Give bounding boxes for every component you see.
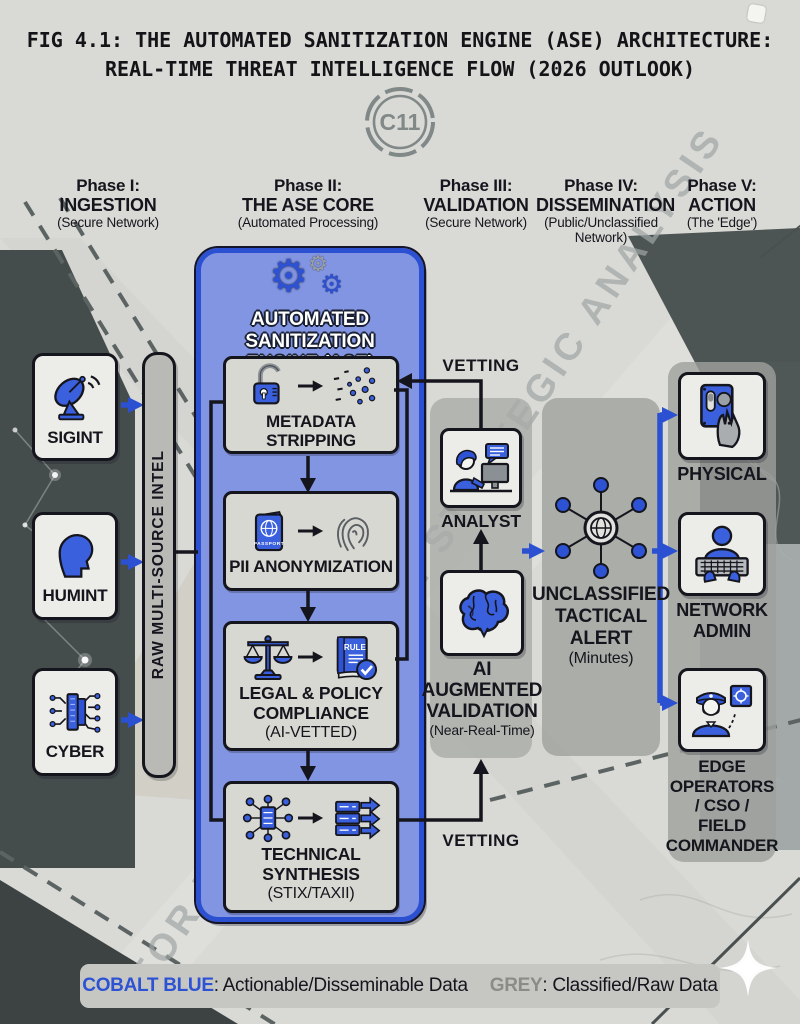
target-label-physical: PHYSICAL [677,464,767,484]
arrow-right-icon [298,651,324,664]
legend-grey-desc: : Classified/Raw Data [542,975,718,996]
arrow-right-icon [298,812,324,825]
gear-large-icon: ⚙ [268,251,309,302]
svg-text:PASSPORT: PASSPORT [254,541,284,547]
press-button-icon [700,383,741,449]
step-legal-policy-compliance: RULE LEGAL & POLICY COMPLIANCE (AI-VETTE… [223,621,399,751]
corner-logo [746,3,767,24]
open-padlock-icon [253,363,281,405]
target-box-edge-operators [678,668,766,752]
phase-2-header: Phase II:THE ASE CORE (Automated Process… [237,176,379,231]
ase-core-box: ⚙⚙⚙ AUTOMATED SANITIZATION ENGINE (ASE) [194,246,426,924]
raw-intel-bar-label: RAW MULTI-SOURCE INTEL [150,450,168,680]
ai-validation-box [440,570,524,656]
analyst-at-desk-icon [450,443,512,493]
step-metadata-stripping: METADATA STRIPPING [223,356,399,454]
ai-validation-label: AI AUGMENTED VALIDATION (Near-Real-Time) [421,659,543,738]
source-box-sigint: SIGINT [32,353,118,461]
vetting-label-top: VETTING [442,356,520,375]
figure-title: FIG 4.1: THE AUTOMATED SANITIZATION ENGI… [0,26,800,84]
head-silhouette-icon [58,534,94,578]
source-label: SIGINT [47,427,103,447]
svg-text:C11: C11 [380,109,421,135]
target-box-physical [678,372,766,460]
gears-icon: ⚙⚙⚙ [201,251,419,311]
raw-intel-bar: RAW MULTI-SOURCE INTEL [142,352,176,778]
arrow-right-icon [298,525,324,538]
source-label: HUMINT [42,585,108,605]
target-label-network-admin: NETWORK ADMIN [676,600,768,641]
step-technical-synthesis: TECHNICAL SYNTHESIS (STIX/TAXII) [223,781,399,913]
field-officer-icon [691,684,753,738]
source-label: CYBER [45,741,105,761]
target-label-edge-operators: EDGE OPERATORS / CSO / FIELD COMMANDER [665,757,779,855]
vetting-label-bottom: VETTING [442,831,520,850]
target-box-network-admin [678,512,766,596]
gear-small-blue-icon: ⚙ [319,270,344,300]
phase-5-header: Phase V:ACTION (The 'Edge') [686,176,758,231]
arrow-right-icon [298,380,324,392]
gear-small-grey-icon: ⚙ [308,252,328,277]
sparkle-icon [719,939,777,997]
step-label: TECHNICAL SYNTHESIS (STIX/TAXII) [261,844,361,902]
step-pii-anonymization: PASSPORT PII ANONYMIZATION [223,491,399,591]
legend-grey-term: GREY [489,975,543,996]
phase-3-header: Phase III:VALIDATION (Secure Network) [423,176,529,231]
legend-cobalt-term: COBALT BLUE [82,975,214,996]
rulebook-check-icon: RULE [336,636,378,681]
circuit-chip-icon [49,692,101,733]
figure-title-line1: FIG 4.1: THE AUTOMATED SANITIZATION ENGI… [26,28,774,52]
legend-cobalt-desc: : Actionable/Disseminable Data [213,975,468,996]
svg-text:RULE: RULE [344,643,367,652]
figure-title-line2: REAL-TIME THREAT INTELLIGENCE FLOW (2026… [104,57,695,81]
step-label: LEGAL & POLICY COMPLIANCE (AI-VETTED) [239,683,383,741]
c11-badge: C11 [365,87,435,157]
phase-4-header: Phase IV:DISSEMINATION (Public/Unclassif… [536,176,676,246]
network-node-icon [242,795,294,843]
scattered-data-icon [333,367,376,405]
hub-globe-icon [555,477,647,579]
source-box-cyber: CYBER [32,668,118,776]
satellite-dish-icon [54,375,101,421]
source-box-humint: HUMINT [32,512,118,620]
diagonal-rule-small [759,224,800,259]
keyboard-operator-icon [695,525,749,583]
passport-icon: PASSPORT [254,511,284,552]
analyst-label: ANALYST [441,511,521,531]
alert-label: UNCLASSIFIED TACTICAL ALERT (Minutes) [532,584,670,667]
brain-icon [459,589,509,639]
step-label: PII ANONYMIZATION [229,557,393,577]
analyst-box [440,428,522,508]
step-label: METADATA STRIPPING [266,411,356,450]
phase-1-header: Phase I:INGESTION (Secure Network) [57,176,159,231]
export-feed-icon [335,796,381,840]
fingerprint-icon [337,517,369,552]
scales-icon [243,635,293,681]
legend-bar: COBALT BLUE: Actionable/Disseminable Dat… [80,964,720,1008]
